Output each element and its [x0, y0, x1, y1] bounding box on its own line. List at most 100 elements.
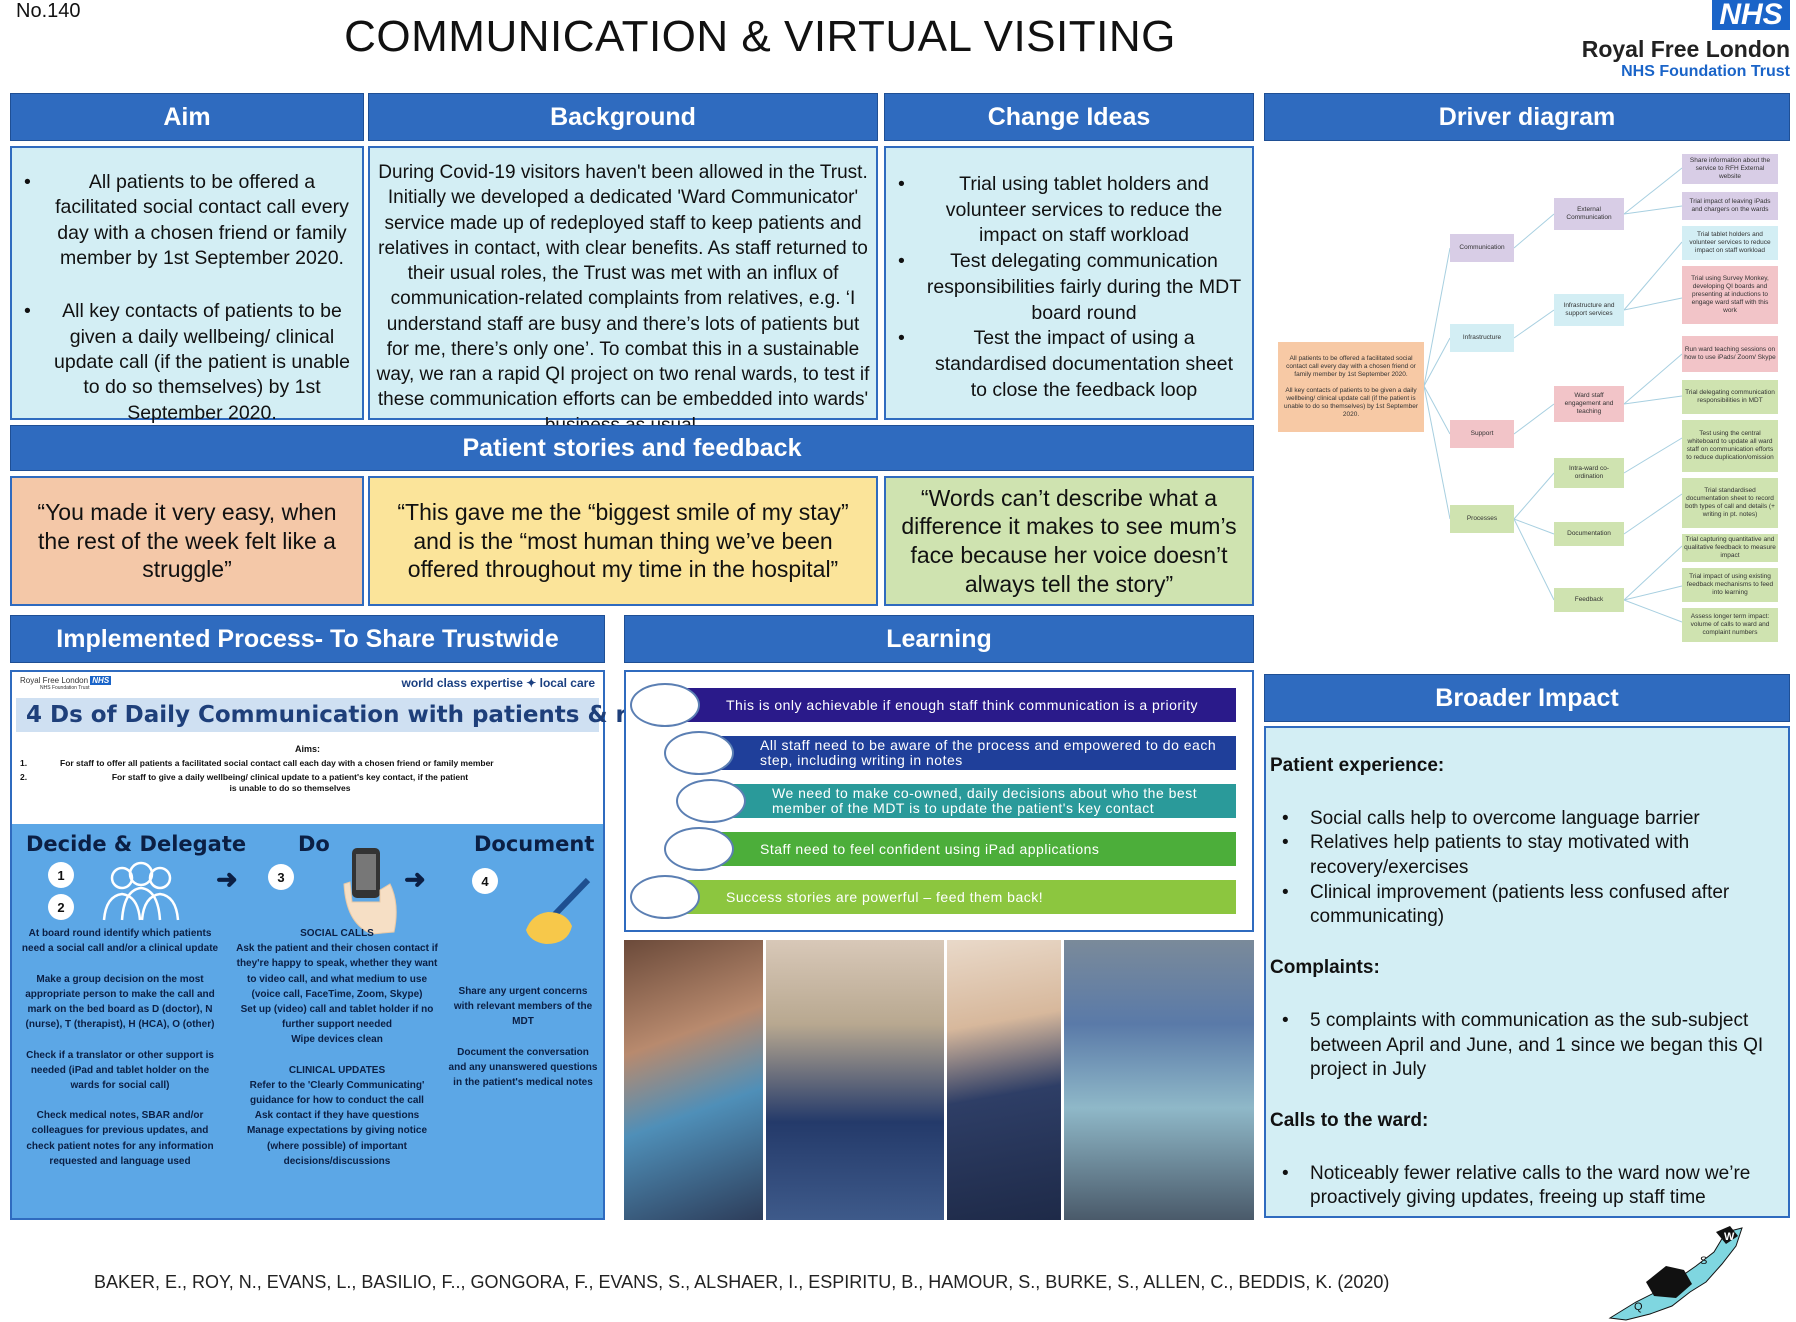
ip-col2-title: Do: [298, 832, 330, 856]
aim-header: Aim: [10, 93, 364, 141]
driver-connectors: [1423, 167, 1683, 623]
driver-change-6: Trial delegating communication responsib…: [1682, 380, 1778, 414]
ip-banner-text: 4 Ds of Daily Communication with patient…: [26, 702, 730, 728]
background-header: Background: [368, 93, 878, 141]
impact-panel: Patient experience: Social calls help to…: [1264, 726, 1790, 1218]
ip-aim-2: 2.For staff to give a daily wellbeing/ c…: [20, 772, 469, 794]
change-ideas-header: Change Ideas: [884, 93, 1254, 141]
phone-hand-icon: [343, 848, 397, 935]
implemented-header: Implemented Process- To Share Trustwide: [10, 615, 605, 663]
driver-change-4: Trial using Survey Monkey, developing QI…: [1682, 266, 1778, 324]
poster-number: No.140: [16, 0, 81, 22]
learning-bullet-3: [676, 779, 746, 823]
driver-primary-4: Processes: [1450, 505, 1514, 533]
nhs-logo-text: NHS: [1719, 0, 1783, 31]
quote-1: “You made it very easy, when the rest of…: [10, 476, 364, 606]
ip-col3-text: Share any urgent concerns with relevant …: [448, 986, 598, 1089]
aim-item-2: All key contacts of patients to be given…: [12, 299, 352, 426]
learning-item-4: Staff need to feel confident using iPad …: [690, 832, 1236, 866]
driver-secondary-1: External Communication: [1554, 198, 1624, 230]
stories-header: Patient stories and feedback: [10, 425, 1254, 471]
driver-change-11: Assess longer term impact: volume of cal…: [1682, 608, 1778, 642]
ip-num-1: 1: [48, 862, 74, 888]
impact-item: Social calls help to overcome language b…: [1270, 807, 1780, 832]
photo-group-team: [1063, 940, 1254, 1220]
driver-secondary-5: Documentation: [1554, 522, 1624, 546]
driver-change-1: Share information about the service to R…: [1682, 154, 1778, 184]
ip-nhs-mini: NHS: [90, 676, 112, 685]
map-label-s: S: [1700, 1255, 1707, 1267]
writing-hand-icon: [526, 877, 591, 944]
ip-blue-area: Decide & Delegate Do Document 1 2 3 4 ➜ …: [12, 824, 603, 1218]
driver-change-9: Trial capturing quantitative and qualita…: [1682, 534, 1778, 562]
driver-primary-2: Infrastructure: [1450, 324, 1514, 352]
photo-staff-selfie: [624, 940, 764, 1220]
org-sub: NHS Foundation Trust: [1621, 63, 1790, 80]
people-icon: [102, 861, 180, 921]
driver-secondary-4: Intra-ward co-ordination: [1554, 458, 1624, 488]
impact-section-3-title: Calls to the ward:: [1270, 1109, 1429, 1131]
driver-secondary-2: Infrastructure and support services: [1554, 294, 1624, 326]
driver-change-2: Trial impact of leaving iPads and charge…: [1682, 192, 1778, 220]
driver-primary-3: Support: [1450, 420, 1514, 448]
background-text: During Covid-19 visitors haven't been al…: [376, 162, 870, 436]
change-idea-1: Trial using tablet holders and volunteer…: [886, 172, 1242, 249]
driver-change-8: Trial standardised documentation sheet t…: [1682, 478, 1778, 528]
citation: BAKER, E., ROY, N., EVANS, L., BASILIO, …: [94, 1272, 1390, 1292]
impact-item: Clinical improvement (patients less conf…: [1270, 881, 1780, 930]
impact-item: Relatives help patients to stay motivate…: [1270, 831, 1780, 880]
impact-section-2-title: Complaints:: [1270, 957, 1380, 979]
arrow-right-icon: ➜: [216, 864, 238, 894]
impact-header: Broader Impact: [1264, 674, 1790, 722]
arrow-right-icon: ➜: [404, 864, 426, 894]
learning-bullet-2: [664, 731, 734, 775]
impact-item: Noticeably fewer relative calls to the w…: [1270, 1162, 1780, 1211]
photo-nurse-ipad: [946, 940, 1061, 1220]
learning-header: Learning: [624, 615, 1254, 663]
photo-strip: [624, 940, 1254, 1220]
poster-title: COMMUNICATION & VIRTUAL VISITING: [344, 12, 1176, 61]
learning-item-3: We need to make co-owned, daily decision…: [702, 784, 1236, 818]
ip-brand-left: Royal Free London NHS NHS Foundation Tru…: [20, 676, 112, 691]
driver-change-10: Trial impact of using existing feedback …: [1682, 568, 1778, 602]
nhs-logo: NHS: [1712, 0, 1790, 30]
org-name: Royal Free London: [1581, 36, 1790, 62]
quote-3: “Words can’t describe what a difference …: [884, 476, 1254, 606]
ip-num-3: 3: [268, 864, 294, 890]
ip-col1-title: Decide & Delegate: [26, 832, 247, 856]
background-panel: During Covid-19 visitors haven't been al…: [368, 146, 878, 436]
driver-diagram: All patients to be offered a facilitated…: [1264, 146, 1790, 666]
change-idea-2: Test delegating communication responsibi…: [886, 249, 1242, 326]
learning-item-5: Success stories are powerful – feed them…: [656, 880, 1236, 914]
impact-section-1-title: Patient experience:: [1270, 755, 1445, 776]
ip-col3-title: Document: [474, 832, 595, 856]
ip-num-2: 2: [48, 894, 74, 920]
ip-col2-text: SOCIAL CALLS Ask the patient and their c…: [236, 928, 438, 1167]
ip-banner: 4 Ds of Daily Communication with patient…: [16, 698, 730, 732]
ip-brand-right: world class expertise ✦ local care: [401, 676, 596, 690]
map-label-w: W: [1724, 1231, 1735, 1243]
ip-aims-label: Aims:: [294, 744, 320, 754]
learning-item-1: This is only achievable if enough staff …: [656, 688, 1236, 722]
driver-change-5: Run ward teaching sessions on how to use…: [1682, 336, 1778, 372]
aim-item-1: All patients to be offered a facilitated…: [12, 170, 352, 271]
aim-panel: All patients to be offered a facilitated…: [10, 146, 364, 424]
learning-item-2: All staff need to be aware of the proces…: [690, 736, 1236, 770]
ip-num-4: 4: [472, 868, 498, 894]
driver-header: Driver diagram: [1264, 93, 1790, 141]
learning-panel: This is only achievable if enough staff …: [624, 670, 1254, 932]
driver-aim: All patients to be offered a facilitated…: [1278, 342, 1424, 432]
change-idea-3: Test the impact of using a standardised …: [886, 326, 1242, 403]
photo-ward-team: [766, 940, 944, 1220]
quote-2: “This gave me the “biggest smile of my s…: [368, 476, 878, 606]
driver-change-3: Trial tablet holders and volunteer servi…: [1682, 226, 1778, 260]
ip-aim-1: 1.For staff to offer all patients a faci…: [20, 758, 494, 768]
driver-secondary-3: Ward staff engagement and teaching: [1554, 386, 1624, 422]
driver-secondary-6: Feedback: [1554, 588, 1624, 612]
learning-bullet-5: [630, 875, 700, 919]
ip-col1-text: At board round identify which patients n…: [21, 928, 219, 1167]
map-label-q: Q: [1634, 1301, 1643, 1313]
learning-bullet-4: [664, 827, 734, 871]
learning-bullet-1: [630, 683, 700, 727]
change-ideas-panel: Trial using tablet holders and volunteer…: [884, 146, 1254, 420]
